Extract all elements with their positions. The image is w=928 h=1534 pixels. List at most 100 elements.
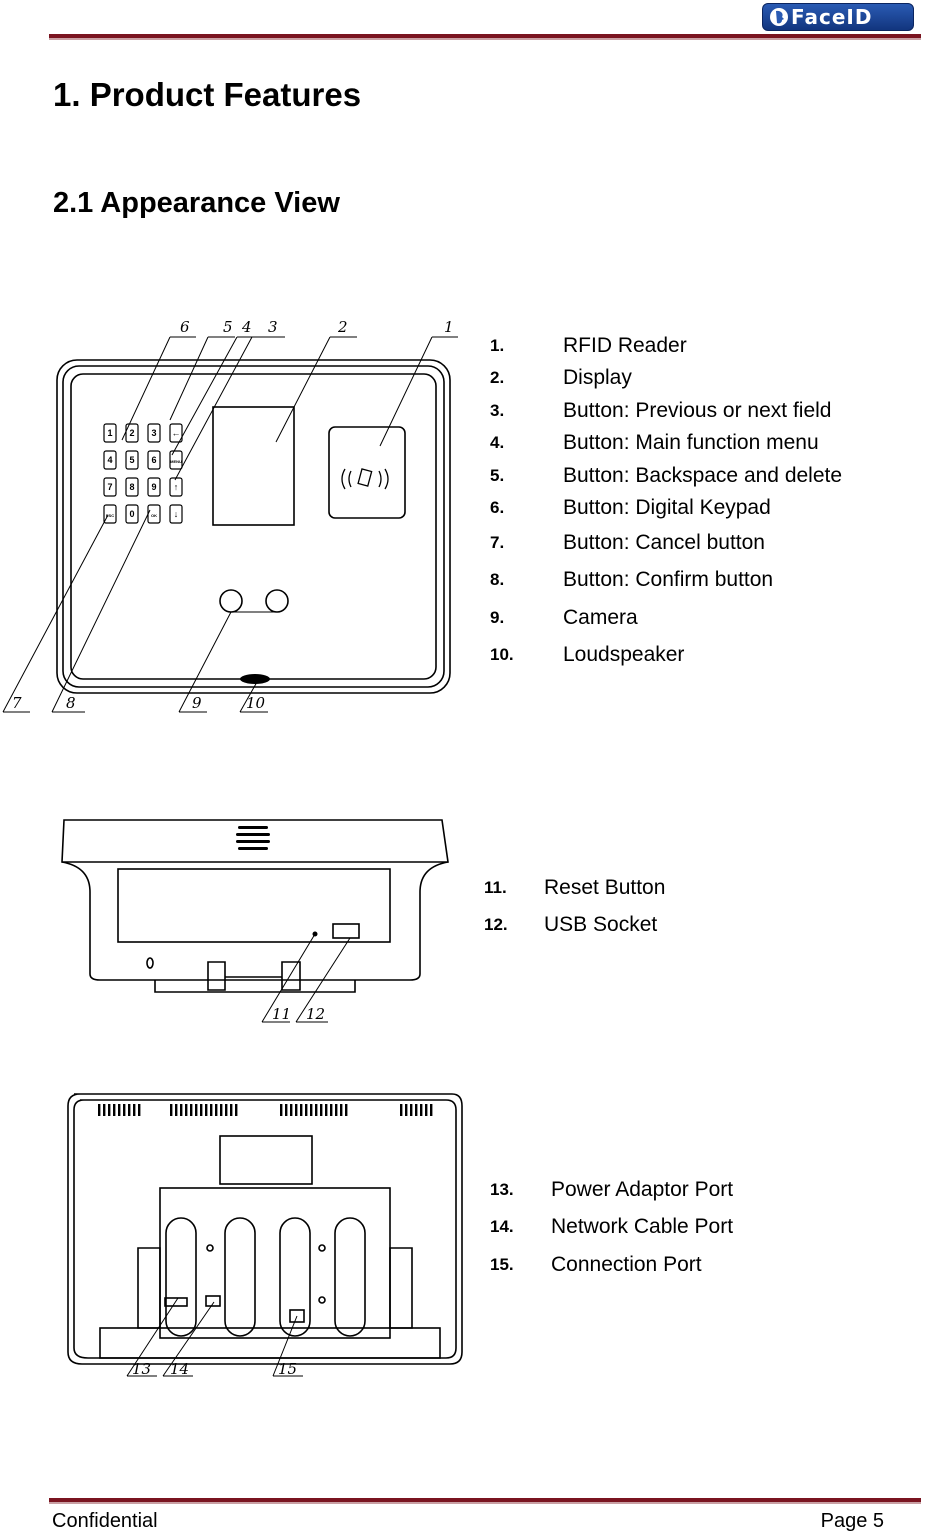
vent-slot <box>320 1104 323 1116</box>
keypad-key-label: 4 <box>107 455 112 465</box>
vent-slot <box>205 1104 208 1116</box>
keypad-key <box>169 504 183 524</box>
legend-num: 14. <box>490 1217 514 1236</box>
callout-2: 2 <box>337 318 348 336</box>
front-view-legend: 1.RFID Reader 2.Display 3.Button: Previo… <box>490 334 920 684</box>
keypad-key <box>103 504 117 524</box>
callout-13: 13 <box>132 1360 151 1378</box>
legend-label: Reset Button <box>544 876 666 899</box>
vent-slot <box>300 1104 303 1116</box>
vent-slot <box>108 1104 111 1116</box>
vent-slot <box>190 1104 193 1116</box>
vent-slot <box>415 1104 418 1116</box>
legend-label: Network Cable Port <box>551 1215 734 1238</box>
vent-slot <box>170 1104 173 1116</box>
vent-slot <box>340 1104 343 1116</box>
keypad-key <box>169 423 183 443</box>
vent-slot <box>175 1104 178 1116</box>
footer-confidential: Confidential <box>52 1510 158 1532</box>
legend-num: 7. <box>490 533 505 552</box>
vent-slot <box>430 1104 433 1116</box>
vent-slot <box>113 1104 116 1116</box>
vent-slot <box>118 1104 121 1116</box>
vent-slot <box>410 1104 413 1116</box>
legend-num: 9. <box>490 608 505 627</box>
keypad-key <box>125 504 139 524</box>
callout-5: 5 <box>223 318 233 336</box>
keypad-key <box>103 423 117 443</box>
face-icon <box>770 8 788 26</box>
keypad-key-label: ESC <box>106 513 114 518</box>
legend-num: 10. <box>490 645 514 664</box>
legend-num: 13. <box>490 1180 514 1199</box>
keypad-key-label: 0 <box>129 509 134 519</box>
back-view-legend: 13.Power Adaptor Port 14.Network Cable P… <box>490 1178 920 1288</box>
vent-slot <box>405 1104 408 1116</box>
legend-num: 11. <box>484 878 507 897</box>
vent-slot <box>400 1104 403 1116</box>
legend-num: 5. <box>490 466 505 485</box>
section-title: 1. Product Features <box>53 76 362 113</box>
vent-slot <box>425 1104 428 1116</box>
logo-text: FaceID <box>791 5 873 29</box>
vent-slot <box>235 1104 238 1116</box>
keypad-key <box>103 450 117 470</box>
callout-14: 14 <box>170 1360 189 1378</box>
keypad-key-label: ↑ <box>174 482 179 492</box>
bottom-view-legend: 11.Reset Button 12.USB Socket <box>484 876 914 956</box>
vent-slot <box>325 1104 328 1116</box>
vent-slot <box>200 1104 203 1116</box>
vent-slot <box>185 1104 188 1116</box>
faceid-logo: FaceID <box>762 3 914 31</box>
vent-slot <box>98 1104 101 1116</box>
callout-10: 10 <box>246 694 266 712</box>
vent-slot <box>123 1104 126 1116</box>
vent-slot <box>315 1104 318 1116</box>
keypad-key <box>147 450 161 470</box>
callout-11: 11 <box>272 1005 291 1023</box>
legend-label: Display <box>563 366 632 389</box>
vent-slot <box>280 1104 283 1116</box>
keypad-key-label: 6 <box>151 455 156 465</box>
keypad-key-label: 5 <box>129 455 134 465</box>
keypad-key-label: OK <box>151 513 157 518</box>
bottom-view-diagram: 11 12 <box>61 819 449 1023</box>
vent-slot <box>133 1104 136 1116</box>
vent-slot <box>103 1104 106 1116</box>
vent-slot <box>195 1104 198 1116</box>
legend-num: 8. <box>490 570 505 589</box>
vent-slot <box>215 1104 218 1116</box>
header-rule <box>49 34 921 40</box>
callout-8: 8 <box>66 694 76 712</box>
callout-9: 9 <box>192 694 202 712</box>
legend-label: Button: Confirm button <box>563 568 774 591</box>
keypad-key-label: 9 <box>151 482 156 492</box>
callout-4: 4 <box>241 318 252 336</box>
vent-slot <box>335 1104 338 1116</box>
vent-slot <box>345 1104 348 1116</box>
callout-12: 12 <box>306 1005 325 1023</box>
keypad-key <box>147 423 161 443</box>
page-number: Page 5 <box>820 1510 884 1532</box>
footer-rule <box>49 1498 921 1504</box>
keypad-key-label: MENU <box>170 459 182 464</box>
keypad-key <box>147 477 161 497</box>
vent-slot <box>225 1104 228 1116</box>
legend-label: Connection Port <box>551 1253 702 1276</box>
subsection-title: 2.1 Appearance View <box>53 187 340 219</box>
legend-label: Button: Digital Keypad <box>563 496 771 519</box>
legend-num: 1. <box>490 336 505 355</box>
vent-slot <box>138 1104 141 1116</box>
legend-label: RFID Reader <box>563 334 687 357</box>
keypad-key <box>125 450 139 470</box>
keypad-key <box>125 423 139 443</box>
legend-label: Button: Backspace and delete <box>563 464 843 487</box>
vent-slot <box>210 1104 213 1116</box>
vent-slot <box>128 1104 131 1116</box>
legend-num: 12. <box>484 915 508 934</box>
keypad-key <box>103 477 117 497</box>
vent-slot <box>220 1104 223 1116</box>
vent-slot <box>230 1104 233 1116</box>
vent-slot <box>180 1104 183 1116</box>
